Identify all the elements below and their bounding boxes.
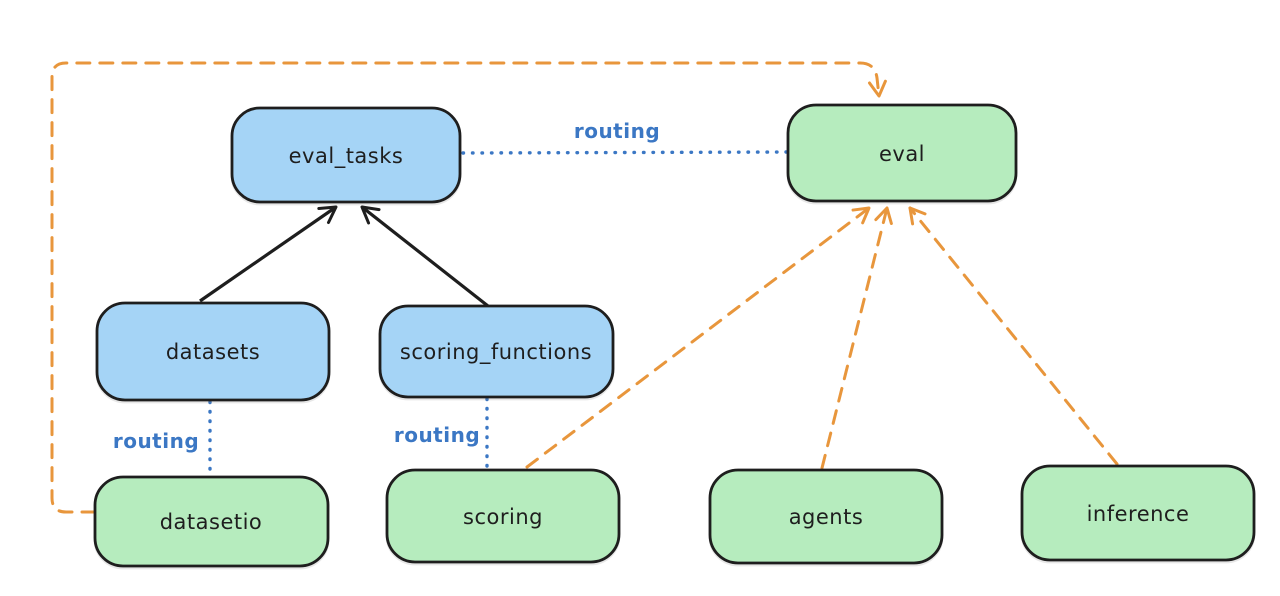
node-scoring-box bbox=[385, 468, 621, 564]
edge-eval-tasks-to-eval-routing bbox=[461, 150, 789, 155]
node-eval-tasks-box bbox=[230, 106, 462, 204]
node-inference-label: inference bbox=[1087, 502, 1190, 526]
node-eval-box bbox=[786, 103, 1018, 203]
node-inference-box bbox=[1020, 464, 1256, 562]
node-eval: eval bbox=[786, 103, 1018, 203]
node-datasets: datasets bbox=[95, 301, 331, 402]
edge-scoring-functions-to-eval-tasks bbox=[360, 205, 489, 308]
edge-datasetio-to-eval bbox=[50, 61, 887, 514]
node-eval-tasks: eval_tasks bbox=[230, 106, 462, 204]
node-datasetio: datasetio bbox=[93, 475, 330, 568]
node-scoring-functions: scoring_functions bbox=[378, 304, 615, 399]
node-agents-box bbox=[708, 468, 944, 565]
routing-label-top: routing bbox=[574, 119, 660, 143]
routing-label-left: routing bbox=[113, 429, 199, 453]
node-datasets-label: datasets bbox=[166, 340, 260, 364]
node-eval-label: eval bbox=[879, 142, 925, 166]
edge-agents-to-eval bbox=[820, 206, 893, 470]
node-agents: agents bbox=[708, 468, 944, 565]
node-scoring: scoring bbox=[385, 468, 621, 564]
node-scoring-functions-label: scoring_functions bbox=[400, 340, 592, 365]
edge-scoring-to-eval bbox=[525, 206, 871, 469]
node-datasetio-box bbox=[93, 475, 330, 568]
node-datasets-box bbox=[95, 301, 331, 402]
node-agents-label: agents bbox=[789, 505, 864, 529]
routing-label-middle: routing bbox=[394, 423, 480, 447]
node-scoring-label: scoring bbox=[463, 505, 543, 529]
node-inference: inference bbox=[1020, 464, 1256, 562]
node-datasetio-label: datasetio bbox=[160, 510, 263, 534]
edge-inference-to-eval bbox=[908, 206, 1119, 466]
node-scoring-functions-box bbox=[378, 304, 615, 399]
edge-datasets-to-eval-tasks bbox=[199, 205, 338, 303]
node-eval-tasks-label: eval_tasks bbox=[289, 144, 404, 169]
